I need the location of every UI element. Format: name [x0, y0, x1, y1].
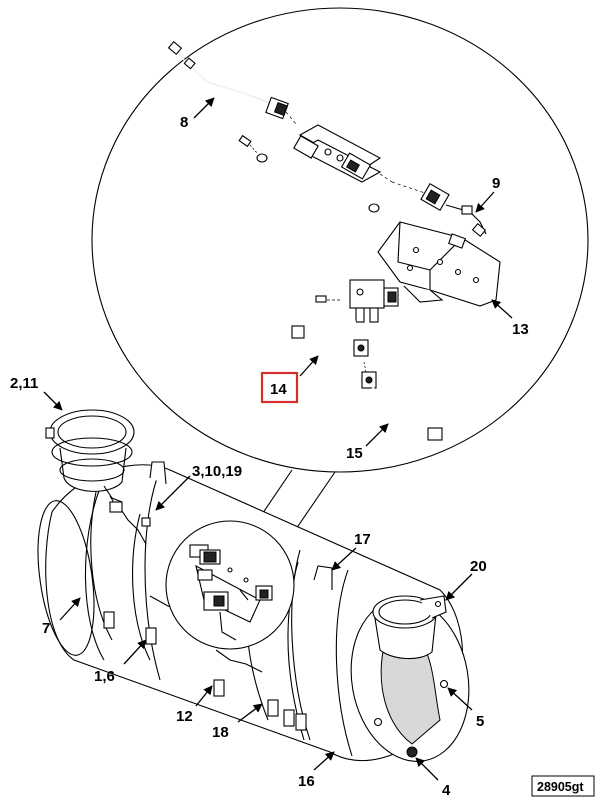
hose-14 — [291, 320, 369, 357]
callout-17: 17 — [354, 531, 371, 548]
callout-20: 20 — [470, 558, 487, 575]
sensor-9 — [368, 182, 487, 238]
callout-12: 12 — [176, 708, 193, 725]
leader-4 — [415, 757, 439, 781]
leader-9 — [475, 191, 495, 213]
callout-labels: 8 9 13 14 15 2,11 3,10,19 17 20 7 1,6 12… — [10, 114, 529, 799]
leader-17 — [331, 547, 357, 571]
leader-13 — [491, 299, 513, 319]
callout-2-11: 2,11 — [10, 375, 38, 392]
inlet-pipe — [45, 409, 135, 503]
sensor-bracket-upper — [285, 111, 429, 195]
leader-7 — [59, 597, 81, 621]
outlet-pipe — [372, 595, 447, 660]
main-assembly — [37, 391, 473, 781]
detail-ellipse — [91, 7, 589, 473]
callout-5: 5 — [476, 713, 484, 730]
callout-9: 9 — [492, 175, 500, 192]
detail-view — [91, 7, 589, 549]
callout-14: 14 — [270, 381, 287, 398]
callout-3-10-19: 3,10,19 — [192, 463, 242, 480]
callout-8: 8 — [180, 114, 188, 131]
leader-2-11 — [43, 391, 63, 411]
leader-14 — [299, 355, 319, 377]
callout-15: 15 — [346, 445, 363, 462]
callout-16: 16 — [298, 773, 315, 790]
reference-code: 28905gt — [537, 780, 584, 794]
leader-3-10-19 — [155, 475, 191, 511]
callout-1-6: 1,6 — [94, 668, 115, 685]
leader-1-6 — [123, 639, 147, 665]
detail-circle — [165, 520, 295, 650]
reference-code-box: 28905gt — [531, 775, 595, 797]
hose-15 — [361, 361, 443, 441]
callout-13: 13 — [512, 321, 529, 338]
leader-18 — [237, 703, 263, 723]
leader-8 — [193, 97, 215, 119]
mounting-bracket-13 — [377, 221, 501, 307]
callout-4: 4 — [442, 782, 451, 799]
sensor-harness-8 — [167, 40, 289, 120]
bolt-upper — [238, 134, 268, 163]
leader-20 — [445, 573, 473, 601]
pressure-sensor — [315, 279, 399, 323]
leader-5 — [447, 687, 473, 711]
leader-15 — [365, 423, 389, 447]
callout-7: 7 — [42, 620, 50, 637]
drain-plug-4 — [406, 746, 418, 758]
leader-16 — [313, 751, 335, 771]
leader-12 — [195, 685, 213, 707]
callout-18: 18 — [212, 724, 229, 741]
highlight-box-14 — [260, 371, 299, 404]
